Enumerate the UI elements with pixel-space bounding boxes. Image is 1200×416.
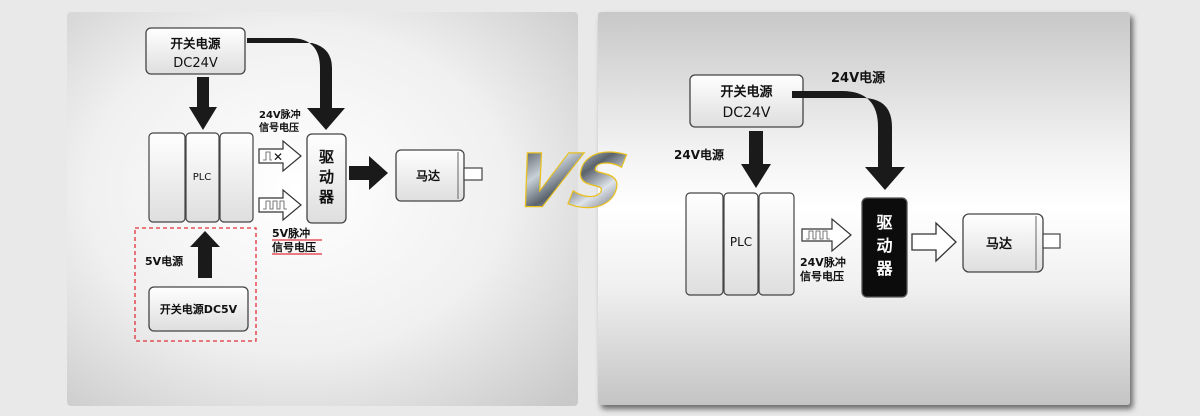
left-driver-char-1: 驱 — [319, 148, 334, 166]
left-driver-char-3: 器 — [318, 188, 335, 206]
left-panel: 开关电源 DC24V PLC 24V脉冲 信号电压 ✕ 驱 动 器 马达 — [67, 12, 578, 406]
right-plc-module-1 — [685, 192, 724, 296]
left-plc-module-1 — [148, 132, 186, 223]
right-arrow-driver-to-motor — [911, 221, 957, 263]
left-arrow-5v-to-plc — [190, 231, 220, 278]
left-arrow-driver-to-motor — [349, 156, 388, 190]
left-power-5v-label: 开关电源DC5V — [160, 302, 238, 316]
left-5v-dashed-region — [134, 227, 257, 342]
right-power-supply-voltage: DC24V — [723, 105, 771, 121]
right-driver-char-2: 动 — [876, 236, 892, 255]
vs-badge: VS — [506, 138, 634, 225]
right-plc-module-3 — [758, 192, 795, 296]
left-blocked-icon: ✕ — [273, 150, 283, 164]
left-motor-label: 马达 — [416, 168, 440, 183]
right-arrow-power-to-plc — [741, 131, 771, 188]
left-signal-5v-line1: 5V脉冲 — [272, 226, 310, 240]
left-arrow-power-to-plc — [189, 77, 217, 130]
right-plc-power-label: 24V电源 — [674, 147, 724, 162]
left-arrow-power-to-driver — [247, 38, 345, 130]
left-pulse-icon-lower — [263, 200, 287, 210]
right-motor-label: 马达 — [986, 236, 1012, 252]
left-plc-label: PLC — [193, 172, 212, 183]
left-signal-24v-line1: 24V脉冲 — [259, 108, 301, 121]
left-power-5v-box — [148, 286, 249, 332]
left-plc-module-2 — [185, 132, 220, 223]
vs-label: VS — [508, 140, 633, 224]
left-signal-arrow-upper — [258, 139, 302, 173]
right-power-supply-label: 开关电源 — [720, 84, 772, 100]
right-signal-line1: 24V脉冲 — [800, 255, 846, 269]
right-signal-line2: 信号电压 — [800, 269, 844, 283]
right-motor-shaft — [1042, 233, 1061, 249]
right-plc-module-2 — [723, 192, 759, 296]
left-5v-power-label: 5V电源 — [145, 254, 183, 268]
left-plc-module-3 — [219, 132, 254, 223]
right-signal-arrow — [801, 217, 852, 253]
left-driver-char-2: 动 — [319, 168, 334, 186]
right-pulse-icon — [806, 230, 830, 240]
right-driver-power-label: 24V电源 — [831, 70, 885, 86]
right-driver-char-1: 驱 — [876, 213, 892, 232]
left-power-supply-box — [145, 27, 246, 75]
left-motor-shaft — [463, 167, 483, 181]
right-driver-box — [861, 197, 908, 298]
left-driver-box — [306, 133, 347, 224]
left-signal-24v-line2: 信号电压 — [259, 121, 299, 134]
left-signal-5v-line2: 信号电压 — [272, 240, 316, 254]
right-plc-label: PLC — [730, 235, 752, 249]
left-power-supply-label: 开关电源 — [170, 36, 221, 51]
right-arrow-power-to-driver — [792, 91, 905, 190]
left-pulse-icon-upper — [263, 151, 272, 161]
right-power-supply-box — [689, 74, 804, 128]
right-driver-char-3: 器 — [875, 259, 893, 278]
left-power-supply-voltage: DC24V — [173, 56, 218, 71]
right-panel: 开关电源 DC24V 24V电源 24V电源 PLC 24V脉冲 信号电压 驱 … — [598, 12, 1130, 405]
